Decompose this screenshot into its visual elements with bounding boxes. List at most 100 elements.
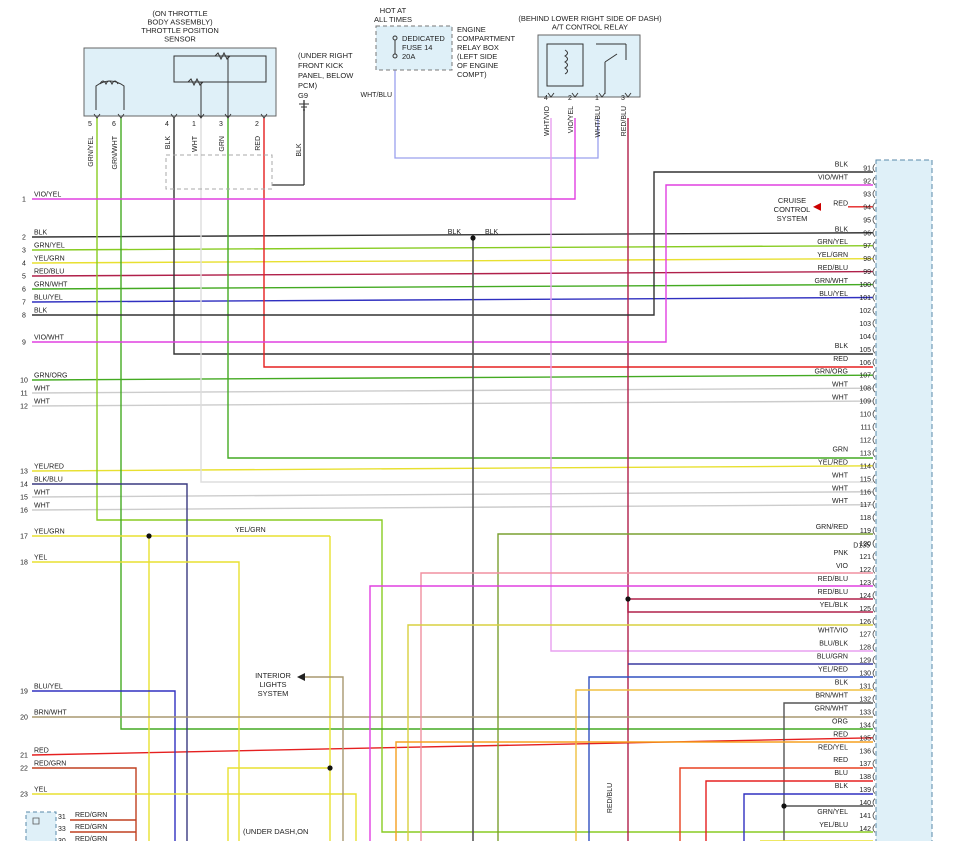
right-wire-label: YEL/BLK (820, 602, 849, 609)
left-pin-number: 8 (22, 313, 26, 320)
relay-coil (564, 49, 568, 75)
right-wire-label: VIO (836, 563, 849, 570)
tps-pin-number: 1 (192, 121, 196, 128)
right-pin-number: 116 (860, 489, 871, 496)
relay-to-124-wire (627, 599, 873, 613)
pin-terminal (872, 422, 876, 432)
left-pin-number: 17 (20, 534, 28, 541)
splice-label: BLK (485, 229, 499, 236)
through-wire (31, 387, 874, 394)
through-wire (31, 374, 874, 381)
right-pin-number: 94 (863, 204, 871, 211)
right-wire-label: RED/BLU (818, 589, 848, 596)
right-pin-number: 122 (859, 567, 871, 574)
blu-138-wire (743, 793, 873, 841)
right-pin-number: 105 (859, 347, 871, 354)
right-wire-label: BLK (835, 226, 849, 233)
tps-wire-label: GRN/YEL (88, 136, 95, 167)
relay-box-label: ENGINE (457, 25, 486, 34)
left-pin-number: 6 (22, 287, 26, 294)
right-wire-label: GRN (832, 446, 848, 453)
pin-terminal (872, 616, 876, 626)
blk-91-wire (32, 171, 873, 316)
splice-label: BLK (448, 229, 462, 236)
blk-blu-wire (32, 483, 188, 841)
yel-23-wire (32, 793, 357, 841)
relay-pin-number: 4 (544, 95, 548, 102)
through-wire (31, 257, 874, 264)
left-wire-label: RED (34, 748, 49, 755)
right-pin-number: 96 (863, 230, 871, 237)
left-wire-label: BLU/YEL (34, 295, 63, 302)
tps-pin-terminal (224, 113, 232, 119)
right-pin-number: 119 (860, 528, 871, 535)
right-wire-label: RED (833, 731, 848, 738)
left-pin-number: 21 (20, 753, 28, 760)
fuse-label: DEDICATED (402, 34, 445, 43)
tps-coil-winding (99, 80, 119, 86)
right-pin-number: 107 (859, 373, 871, 380)
through-wire (31, 491, 874, 498)
pin-terminal (872, 396, 876, 406)
right-wire-label: GRN/YEL (817, 809, 848, 816)
bottom-location-label: (UNDER DASH,ON (243, 827, 308, 836)
red-137-wire (705, 780, 873, 841)
center-blk-splice-dot (470, 235, 476, 241)
right-wire-label: BLK (835, 783, 849, 790)
blk-splice-dot (781, 803, 787, 809)
right-pin-number: 140 (859, 800, 871, 807)
cruise-label: CONTROL (774, 205, 811, 214)
components-layer (25, 25, 933, 841)
relay-pin-terminal (598, 92, 606, 98)
relay-box-label: RELAY BOX (457, 43, 499, 52)
right-wire-label: BLK (835, 162, 849, 169)
pin-terminal (872, 604, 876, 613)
right-wire-label: WHT/VIO (818, 628, 848, 635)
pin-terminal (872, 655, 876, 665)
through-wire (31, 400, 874, 407)
bottom-connector-icon (32, 817, 40, 825)
left-pin-number: 3 (22, 248, 26, 255)
pin-terminal (872, 345, 876, 354)
through-wire (31, 737, 874, 756)
relay-pin-number: 1 (595, 95, 599, 102)
relay-coil-frame (546, 43, 584, 87)
left-wire-label: GRN/WHT (34, 282, 68, 289)
right-pin-number: 102 (859, 308, 871, 315)
right-wire-label: RED (833, 356, 848, 363)
left-pin-number: 9 (22, 340, 26, 347)
pin-terminal (872, 306, 876, 315)
pin-terminal (872, 824, 876, 833)
relay-wire-label: VIO/YEL (568, 106, 575, 133)
right-pin-number: 129 (859, 658, 871, 665)
tps-wire-label: BLK (165, 136, 172, 150)
vio-122-wire (369, 585, 873, 841)
right-wire-label: YEL/GRN (817, 252, 848, 259)
right-wire-label: WHT (832, 498, 849, 505)
tps-title: SENSOR (164, 35, 196, 44)
left-pin-number: 7 (22, 300, 26, 307)
left-pin-number: 5 (22, 274, 26, 281)
pin-terminal (872, 461, 876, 471)
interior-lights-label: SYSTEM (258, 689, 289, 698)
right-pin-number: 138 (859, 774, 871, 781)
right-pin-number: 101 (859, 295, 871, 302)
right-pin-number: 130 (859, 671, 871, 678)
right-pin-number: 123 (859, 580, 871, 587)
fuse-label: FUSE 14 (402, 43, 432, 52)
tps-title: (ON THROTTLE (152, 9, 207, 18)
through-wire (31, 504, 874, 511)
left-pin-number: 2 (22, 235, 26, 242)
right-wire-label: GRN/RED (816, 524, 848, 531)
cruise-label: CRUISE (778, 196, 806, 205)
ground-label: G9 (298, 91, 308, 100)
right-wire-label: RED/BLU (818, 265, 848, 272)
left-wire-label: WHT (34, 503, 51, 510)
right-pin-number: 104 (859, 334, 871, 341)
yel-18-wire (32, 561, 240, 841)
yel-grn-splice-dot (146, 533, 152, 539)
fuse-label: 20A (402, 52, 415, 61)
through-wire (31, 245, 874, 251)
pin-terminal (872, 681, 876, 691)
tps-pin-number: 2 (255, 121, 259, 128)
